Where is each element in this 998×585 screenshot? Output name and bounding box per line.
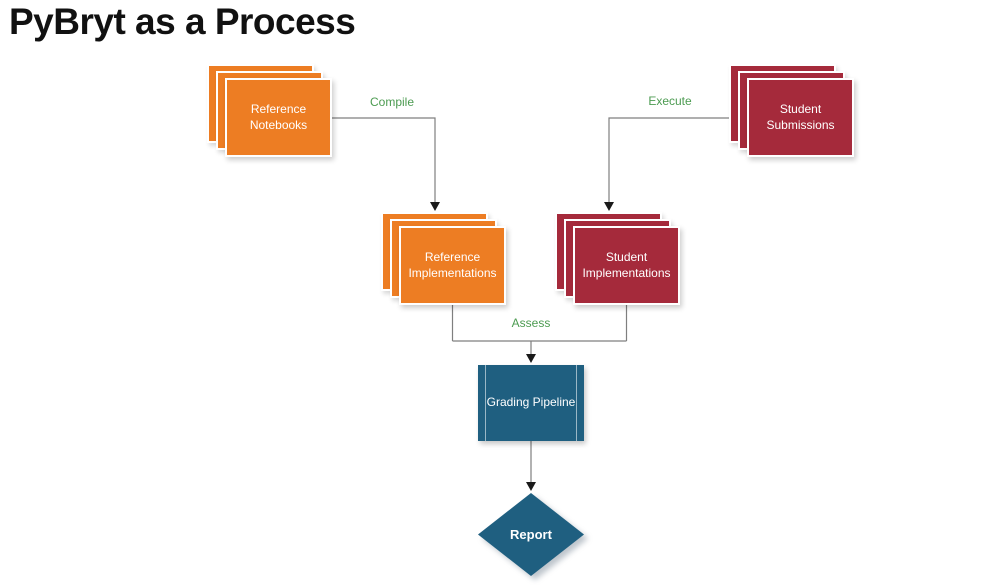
connector-execute	[608, 117, 729, 203]
connector-compile	[332, 117, 436, 203]
edge-label-assess: Assess	[511, 316, 551, 330]
edge-label-compile: Compile	[369, 95, 414, 109]
node-label: Reference Implementations	[408, 250, 497, 280]
report-diamond-shape: Report	[478, 493, 584, 576]
node-reference-notebooks[interactable]: Reference Notebooks	[207, 64, 332, 157]
arrowhead-output	[526, 482, 536, 491]
process-inner-line-right	[576, 365, 577, 441]
node-label: Student Implementations	[582, 250, 671, 280]
node-grading-pipeline[interactable]: Grading Pipeline	[478, 365, 584, 441]
stack-front-layer: Student Submissions	[747, 78, 854, 157]
slide-title: PyBryt as a Process	[9, 1, 356, 42]
arrowhead-assess	[526, 354, 536, 363]
edge-label-execute: Execute	[648, 94, 692, 108]
stack-front-layer: Reference Implementations	[399, 226, 506, 305]
node-label: Report	[510, 527, 552, 542]
node-reference-implementations[interactable]: Reference Implementations	[381, 212, 506, 305]
process-inner-line-left	[485, 365, 486, 441]
node-label: Reference Notebooks	[249, 102, 308, 132]
stack-front-layer: Student Implementations	[573, 226, 680, 305]
arrowhead-compile	[430, 202, 440, 211]
node-student-submissions[interactable]: Student Submissions	[729, 64, 854, 157]
arrowhead-execute	[604, 202, 614, 211]
stack-front-layer: Reference Notebooks	[225, 78, 332, 157]
node-report[interactable]: Report	[478, 493, 584, 576]
node-label: Student Submissions	[766, 102, 835, 132]
node-label: Grading Pipeline	[486, 395, 576, 410]
node-student-implementations[interactable]: Student Implementations	[555, 212, 680, 305]
